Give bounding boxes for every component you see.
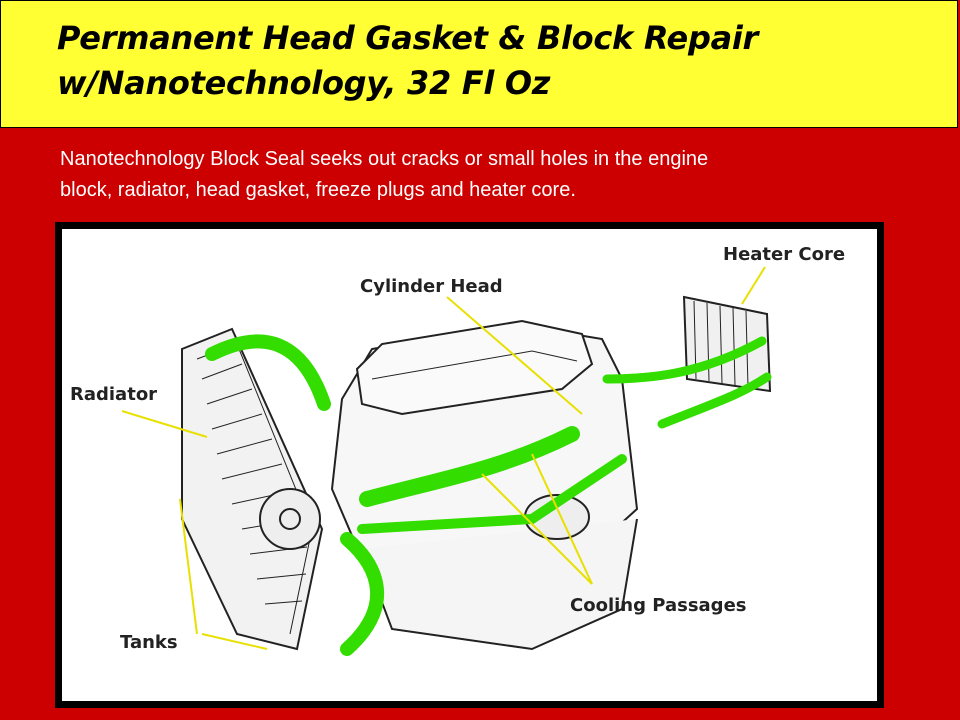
description: Nanotechnology Block Seal seeks out crac… [60, 144, 920, 206]
leader-heater-core [741, 266, 766, 305]
label-heater-core: Heater Core [723, 244, 846, 265]
fan-pulley-shape [259, 488, 321, 550]
upper-hose [205, 334, 331, 411]
cooling-passage [359, 426, 580, 507]
label-cooling-passages: Cooling Passages [570, 595, 747, 616]
leader-cooling-2 [531, 453, 593, 585]
lower-hose [340, 532, 385, 656]
leader-cooling-1 [481, 473, 593, 585]
valve-cover-shape [355, 319, 594, 416]
heater-hose-lower [657, 372, 772, 429]
description-line-2: block, radiator, head gasket, freeze plu… [60, 179, 576, 201]
label-radiator: Radiator [70, 384, 158, 405]
leader-tanks-2 [201, 633, 268, 650]
cooling-passage-lower [357, 454, 627, 534]
title-banner: Permanent Head Gasket & Block Repair w/N… [0, 0, 958, 128]
title-line-1: Permanent Head Gasket & Block Repair [57, 19, 759, 57]
leader-tanks-1 [179, 498, 198, 635]
engine-illustration [121, 266, 772, 656]
label-tanks: Tanks [120, 632, 178, 653]
title-line-2: w/Nanotechnology, 32 Fl Oz [57, 64, 551, 102]
engine-cooling-diagram: Heater Core Cylinder Head Radiator Cooli… [62, 229, 877, 701]
heater-hose-upper [602, 336, 767, 384]
leader-radiator [121, 410, 208, 438]
label-cylinder-head: Cylinder Head [360, 276, 503, 297]
description-line-1: Nanotechnology Block Seal seeks out crac… [60, 148, 709, 170]
leader-cylinder-head [446, 296, 583, 415]
